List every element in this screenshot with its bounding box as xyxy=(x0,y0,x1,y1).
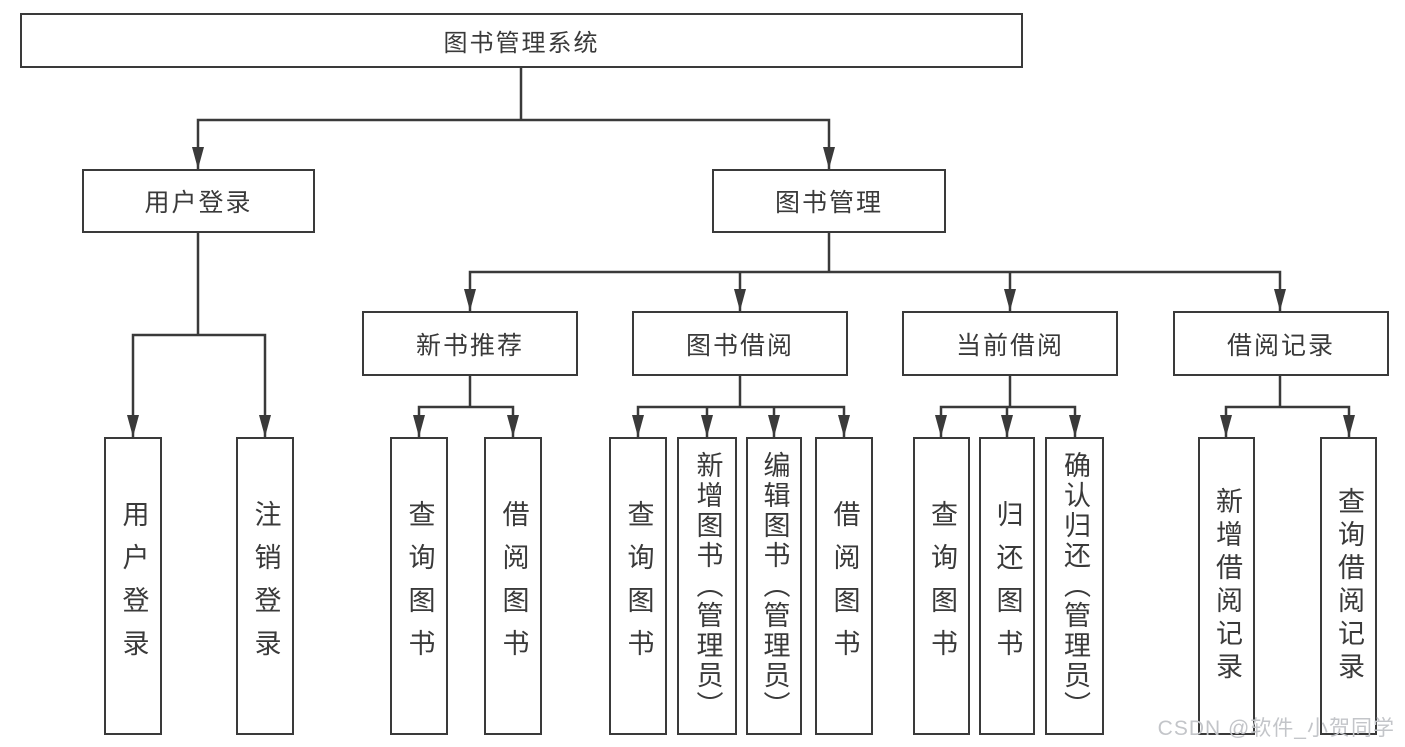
leaf-confirm-return-admin-label: 确认归还（管理员） xyxy=(1060,451,1090,721)
arrowhead-icons xyxy=(127,147,1355,437)
node-book-management-label: 图书管理 xyxy=(774,189,883,217)
leaf-edit-books-admin-label: 编辑图书（管理员） xyxy=(759,451,790,721)
leaf-query-books-current: 查询图书 xyxy=(913,437,970,735)
leaf-query-books-current-label: 查询图书 xyxy=(927,500,957,672)
leaf-borrow-books-recommend-label: 借阅图书 xyxy=(498,500,529,672)
leaf-edit-books-admin: 编辑图书（管理员） xyxy=(746,437,802,735)
node-user-login: 用户登录 xyxy=(82,169,315,233)
leaf-return-books: 归还图书 xyxy=(979,437,1035,735)
leaf-borrow-books: 借阅图书 xyxy=(815,437,873,735)
leaf-query-books-borrow: 查询图书 xyxy=(609,437,667,735)
leaf-query-books-recommend: 查询图书 xyxy=(390,437,448,735)
node-borrow-records: 借阅记录 xyxy=(1173,311,1389,376)
leaf-return-books-label: 归还图书 xyxy=(992,500,1023,672)
node-book-borrow-label: 图书借阅 xyxy=(685,331,794,360)
leaf-logout-login-label: 注销登录 xyxy=(250,500,281,672)
leaf-add-borrow-record-label: 新增借阅记录 xyxy=(1212,487,1242,685)
leaf-query-borrow-record-label: 查询借阅记录 xyxy=(1334,487,1364,685)
node-current-borrow-label: 当前借阅 xyxy=(955,331,1064,360)
leaf-query-borrow-record: 查询借阅记录 xyxy=(1320,437,1377,735)
leaf-add-borrow-record: 新增借阅记录 xyxy=(1198,437,1255,735)
leaf-add-books-admin-label: 新增图书（管理员） xyxy=(692,451,723,721)
node-current-borrow: 当前借阅 xyxy=(902,311,1118,376)
leaf-query-books-borrow-label: 查询图书 xyxy=(623,500,654,672)
leaf-logout-login: 注销登录 xyxy=(236,437,294,735)
leaf-borrow-books-recommend: 借阅图书 xyxy=(484,437,542,735)
leaf-borrow-books-label: 借阅图书 xyxy=(829,500,860,672)
csdn-watermark: CSDN @软件_小贺同学 xyxy=(1157,717,1395,740)
node-root: 图书管理系统 xyxy=(20,13,1023,68)
node-user-login-label: 用户登录 xyxy=(144,189,253,217)
node-book-management: 图书管理 xyxy=(712,169,946,233)
leaf-user-login-label: 用户登录 xyxy=(118,500,149,672)
leaf-user-login: 用户登录 xyxy=(104,437,162,735)
node-book-borrow: 图书借阅 xyxy=(632,311,848,376)
node-root-label: 图书管理系统 xyxy=(443,30,600,57)
leaf-confirm-return-admin: 确认归还（管理员） xyxy=(1045,437,1104,735)
leaf-add-books-admin: 新增图书（管理员） xyxy=(677,437,737,735)
connector-lines xyxy=(131,68,1351,437)
node-new-book-recommend: 新书推荐 xyxy=(362,311,578,376)
node-borrow-records-label: 借阅记录 xyxy=(1226,331,1335,360)
leaf-query-books-recommend-label: 查询图书 xyxy=(404,500,435,672)
node-new-book-recommend-label: 新书推荐 xyxy=(415,331,524,360)
